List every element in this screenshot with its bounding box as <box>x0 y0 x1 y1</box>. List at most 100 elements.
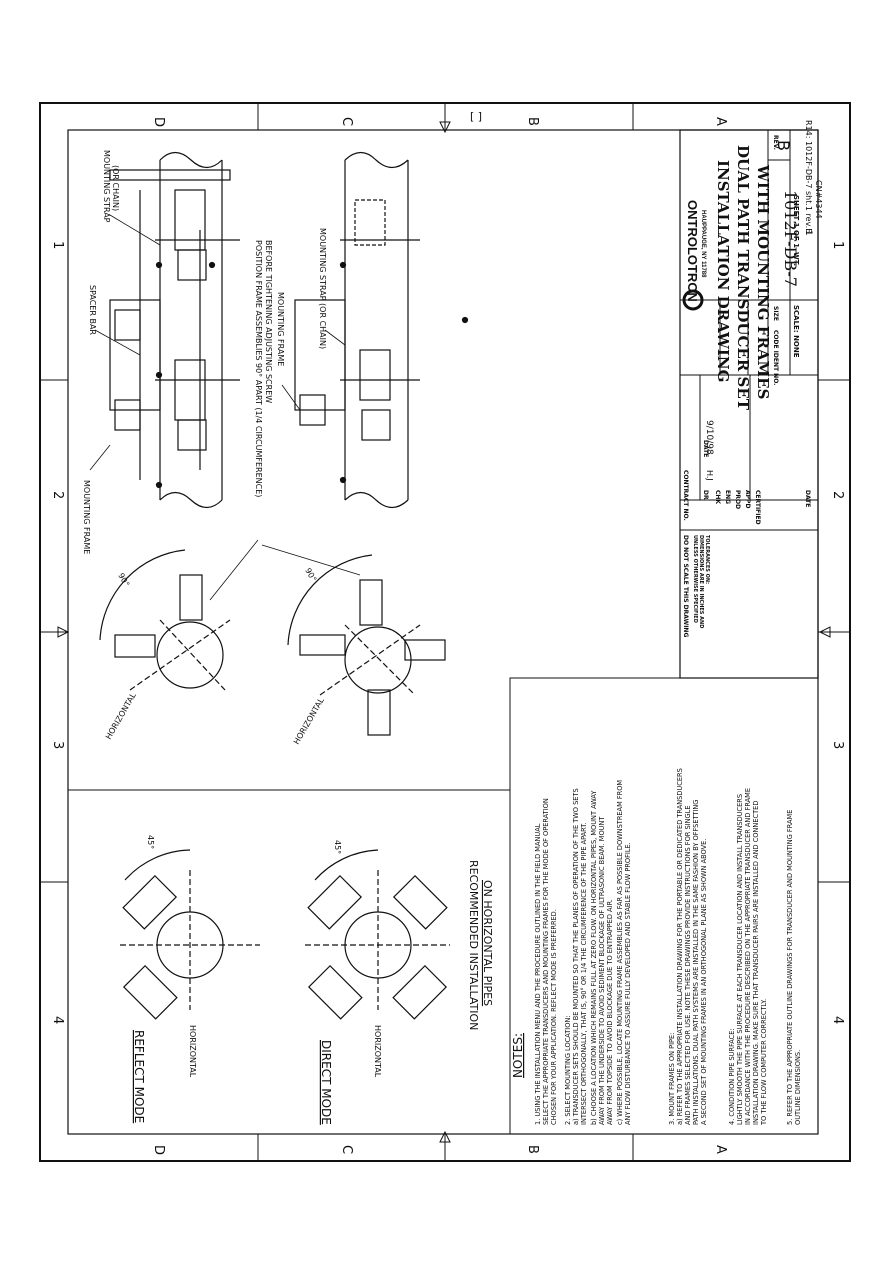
unless-note-1: UNLESS OTHERWISE SPECIFIED <box>692 535 698 623</box>
drawing-number: 1012F-DB-7 <box>781 190 800 287</box>
center-arrow-top <box>439 121 451 134</box>
label-mounting-strap-1: MOUNTING STRAP <box>102 150 111 223</box>
angle-90-label-1: 90° <box>116 572 131 589</box>
center-arrow-right <box>818 626 831 638</box>
date-label: DATE <box>702 440 709 457</box>
prod-label: PROD <box>734 490 741 509</box>
grid-letter-bottom-4: A <box>713 1145 728 1154</box>
note-line: c) WHERE POSSIBLE, LOCATE MOUNTING FRAME… <box>616 780 624 1125</box>
label-spacer-bar: SPACER BAR <box>88 285 97 335</box>
page-number: 1 <box>803 230 813 236</box>
note-line: b) CHOOSE A LOCATION WHICH REMAINS FULL … <box>590 790 598 1125</box>
note-line: TO THE FLOW COMPUTER CORRECTLY. <box>760 999 768 1126</box>
angle-90-label-2: 90° <box>303 567 318 584</box>
grid-ticks <box>40 103 850 1161</box>
note-line: ANY FLOW DISTURBANCE TO ASSURE FULLY DEV… <box>624 842 632 1125</box>
pipe-side-view-1 <box>109 151 240 509</box>
horizontal-label-2: HORIZONTAL <box>292 696 326 746</box>
rev-label: REV. <box>772 135 779 150</box>
note-line: AWAY FROM TOPSIDE TO AVOID BLOCKAGE DUE … <box>606 899 614 1125</box>
grid-number-right-3: 3 <box>830 741 845 749</box>
end-view-90-1 <box>99 549 231 691</box>
note-line: 3. MOUNT FRAMES ON PIPE: <box>668 1033 676 1125</box>
title-block <box>679 129 819 679</box>
grid-letter-top-1: D <box>151 117 166 127</box>
grid-number-left-4: 4 <box>50 1016 65 1024</box>
note-line: LIGHTLY SMOOTH THE PIPE SURFACE AT EACH … <box>736 794 744 1125</box>
note-line: INTERSECT ORTHOGONALLY, THAT IS, 90° OR … <box>580 822 588 1125</box>
recommended-line1: RECOMMENDED INSTALLATION <box>467 860 480 1030</box>
note-line: 4. CONDITION PIPE SURFACE: <box>728 1028 736 1125</box>
no-scale-note: DO NOT SCALE THIS DRAWING <box>682 535 689 637</box>
dr-label: DR <box>702 490 709 500</box>
note-line: SELECT THE APPROPRIATE TRANSDUCERS AND M… <box>542 798 550 1125</box>
end-view-90-2 <box>287 554 446 736</box>
angle-45-label-2: 45° <box>333 840 342 854</box>
unless-note-3: TOLERANCES ON: <box>704 535 710 584</box>
position-note-2: BEFORE TIGHTENING ADJUSTING SCREW <box>264 240 273 403</box>
company-name: ONTROLOTRON <box>685 200 700 302</box>
horizontal-label-1: HORIZONTAL <box>104 691 138 741</box>
notes-section: NOTES: 1. USING THE INSTALLATION MENU AN… <box>511 768 802 1126</box>
leader-lines-top <box>89 214 361 601</box>
note-line: IN ACCORDANCE WITH THE PROCEDURE DESCRIB… <box>744 788 752 1125</box>
note-line: 2. SELECT MOUNTING LOCATION: <box>564 1015 572 1125</box>
title-line3: WITH MOUNTING FRAMES <box>754 164 772 399</box>
end-view-45-direct <box>305 849 450 1020</box>
pipe-side-view-2 <box>294 151 469 509</box>
label-mounting-strap-2: MOUNTING STRAP (OR CHAIN) <box>318 228 327 349</box>
eng-label: ENG <box>724 490 731 504</box>
center-arrow-bottom <box>439 1130 451 1143</box>
scale-label: SCALE: NONE <box>792 305 800 358</box>
note-line: a) REFER TO THE APPROPRIATE INSTALLATION… <box>676 768 684 1125</box>
grid-letter-top-3: B <box>525 117 540 126</box>
note-line: CHOSEN FOR YOUR APPLICATION. REFLECT MOD… <box>550 909 558 1125</box>
end-view-45-reflect <box>120 849 260 1020</box>
grid-letter-bottom-3: B <box>525 1145 540 1154</box>
rev-value: B <box>774 140 793 151</box>
note-line: INSTALLATION DRAWING. MAKE SURE THAT TRA… <box>752 801 760 1125</box>
grid-number-right-4: 4 <box>830 1016 845 1024</box>
notes-heading: NOTES: <box>511 1033 525 1078</box>
bracket-mark: [ ] <box>470 110 482 123</box>
grid-number-left-2: 2 <box>50 491 65 499</box>
grid-number-left-1: 1 <box>50 241 65 249</box>
title-line2: DUAL PATH TRANSDUCER SET <box>734 145 752 411</box>
note-line: a) TRANSDUCER SETS SHOULD BE MOUNTED SO … <box>572 788 580 1125</box>
code-label: CODE IDENT NO. <box>772 330 779 385</box>
recommended-line2: ON HORIZONTAL PIPES <box>481 880 494 1006</box>
grid-letter-top-2: C <box>339 117 354 126</box>
company-address: HAUPPAUGE, NY 11788 <box>700 210 706 278</box>
position-note-1: POSITION FRAME ASSEMBLIES 90° APART (1/4… <box>254 240 263 497</box>
weight-label: WT. <box>792 252 800 266</box>
grid-number-left-3: 3 <box>50 741 65 749</box>
date-label-2: DATE <box>804 490 811 507</box>
grid-letter-bottom-1: D <box>151 1145 166 1155</box>
note-line: AWAY FROM THE UNDERSIDE TO AVOID SEDIMEN… <box>598 816 606 1125</box>
label-or-chain-1: (OR CHAIN) <box>111 165 120 211</box>
note-line: PATH INSTALLATIONS. DUAL PATH SYSTEMS AR… <box>692 800 700 1125</box>
contract-label: CONTRACT NO. <box>682 470 689 521</box>
grid-letter-bottom-2: C <box>339 1145 354 1154</box>
appd-label: APPD <box>744 490 751 508</box>
note-line: 5. REFER TO THE APPROPRIATE OUTLINE DRAW… <box>786 810 794 1125</box>
size-label: SIZE <box>772 306 779 321</box>
reflect-mode-label: REFLECT MODE <box>132 1030 146 1123</box>
rev-note: R14: 1012F-DB-7 sht.1 rev.B <box>804 120 813 234</box>
date-value: 9/10/98 <box>704 420 714 455</box>
sheet-label: SHEET 1 OF 1 <box>792 195 800 248</box>
horizontal-label-4: HORIZONTAL <box>373 1025 382 1078</box>
grid-number-right-1: 1 <box>830 241 845 249</box>
grid-letter-top-4: A <box>713 117 728 126</box>
certified-label: CERTIFIED <box>754 490 761 525</box>
title-line1: INSTALLATION DRAWING <box>714 160 732 382</box>
company-logo-icon <box>682 289 704 311</box>
label-mounting-frame-2: MOUNTING FRAME <box>276 292 285 366</box>
chk-label: CHK <box>714 490 721 504</box>
note-line: OUTLINE DIMENSIONS. <box>794 1050 802 1125</box>
angle-45-label-1: 45° <box>146 835 155 849</box>
horizontal-label-3: HORIZONTAL <box>188 1025 197 1078</box>
label-mounting-frame-1: MOUNTING FRAME <box>82 480 91 554</box>
